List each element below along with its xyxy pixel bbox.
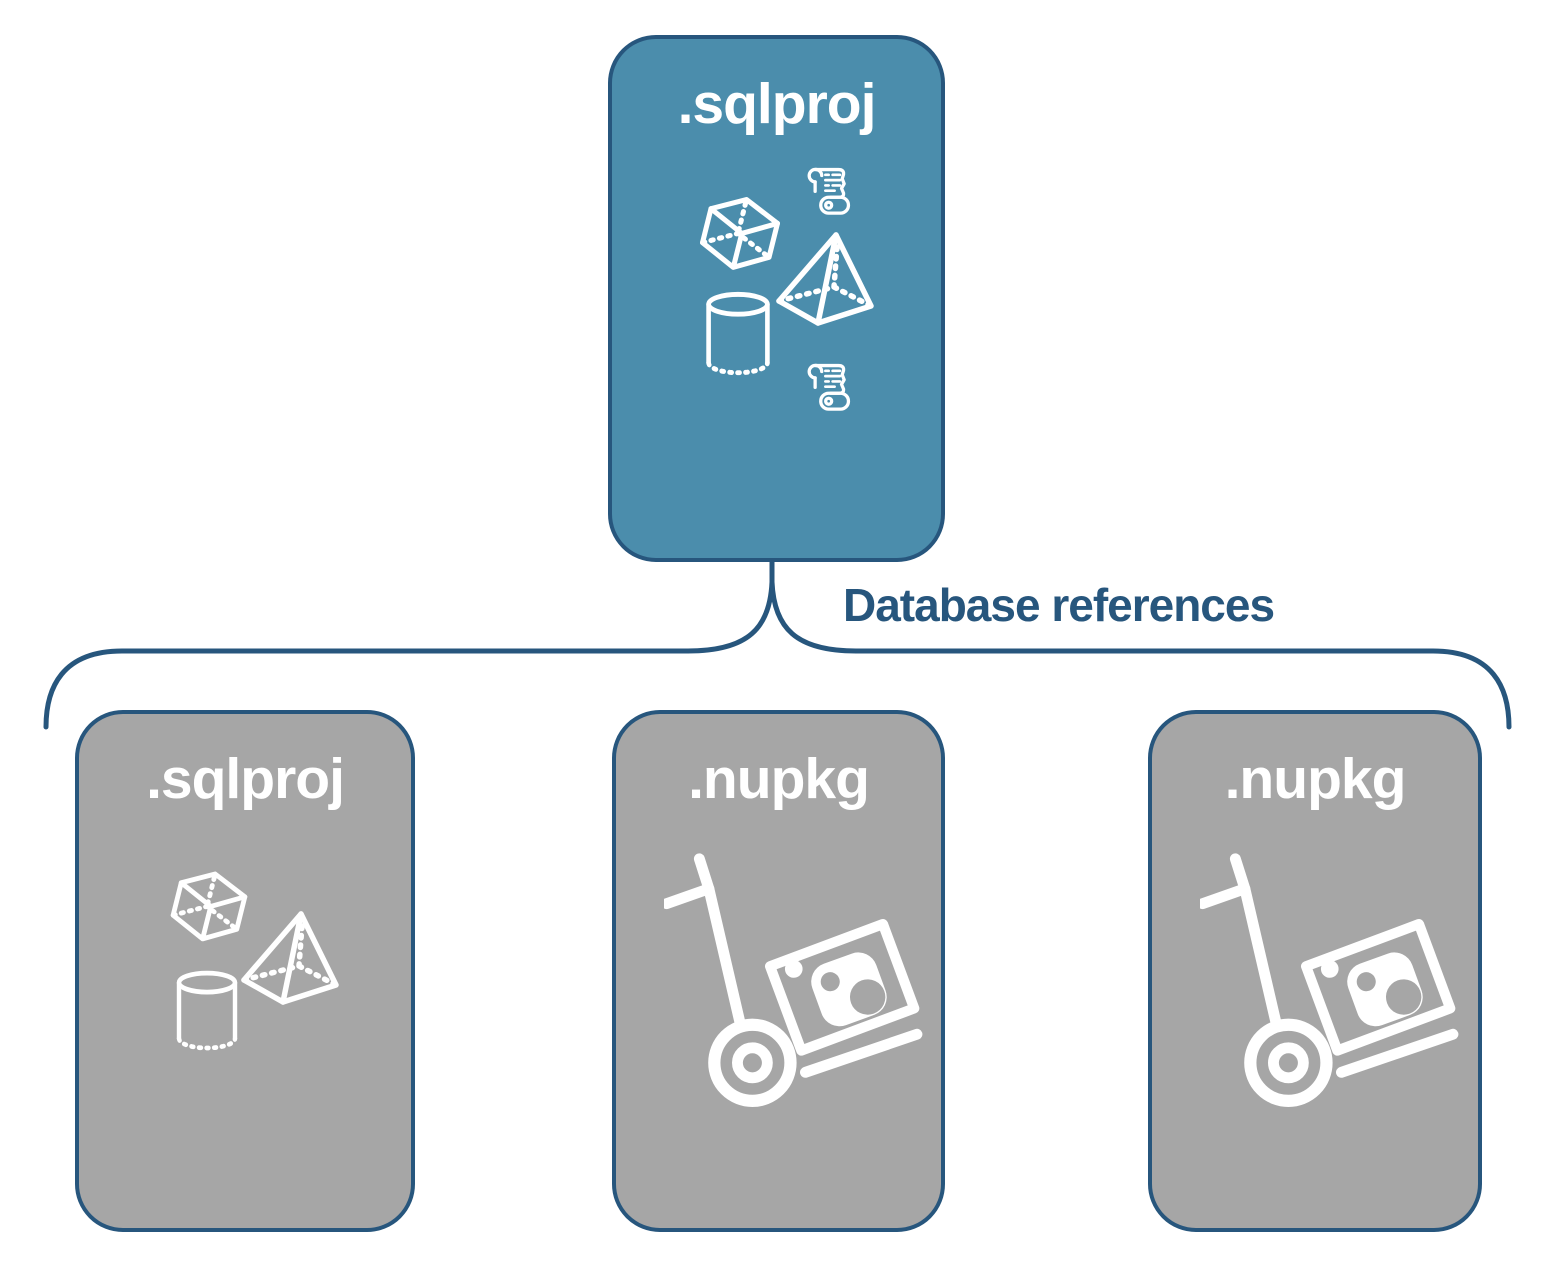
root-node-title: .sqlproj [677, 72, 877, 136]
child-node-title: .nupkg [1224, 747, 1407, 811]
cylinder-icon [696, 289, 780, 379]
child-node-nupkg-1: .nupkg [612, 710, 945, 1232]
pyramid-icon [239, 906, 339, 1006]
child-node-sqlproj: .sqlproj [75, 710, 415, 1232]
pyramid-icon [774, 227, 874, 327]
child-node-nupkg-2: .nupkg [1148, 710, 1482, 1232]
hand-truck-icon [664, 852, 936, 1124]
root-node-sqlproj: .sqlproj [608, 35, 945, 562]
scroll-icon [795, 355, 861, 421]
child-node-title: .nupkg [688, 747, 870, 811]
hand-truck-icon [1200, 852, 1472, 1124]
connector-label: Database references [843, 579, 1275, 631]
cylinder-icon [167, 968, 247, 1054]
brace-left-half [43, 557, 775, 730]
cube-icon [694, 187, 786, 279]
scroll-icon [795, 159, 861, 225]
child-node-title: .sqlproj [146, 747, 345, 811]
